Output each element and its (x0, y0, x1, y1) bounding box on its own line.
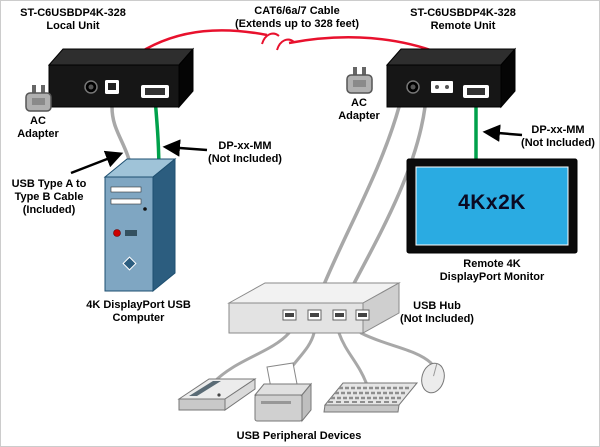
monitor-screen (415, 166, 569, 246)
hub-side (362, 282, 400, 334)
keyboard-device (323, 382, 419, 413)
monitor-label: Remote 4K DisplayPort Monitor (439, 258, 545, 284)
power-jack-pin-icon (88, 84, 94, 90)
hub-to-keyboard-cable (337, 331, 369, 387)
peripherals-label: USB Peripheral Devices (236, 430, 362, 442)
scanner-button-icon (217, 393, 221, 397)
displayport-slot-icon (467, 88, 485, 95)
plug-prong-icon (41, 85, 45, 94)
dp-left-callout-arrow (162, 139, 208, 157)
printer-side (301, 382, 312, 423)
local-unit-device (47, 47, 195, 109)
plug-face-icon (32, 98, 45, 105)
tower-badge (125, 230, 137, 236)
drive-slot-icon (110, 198, 142, 205)
terminal-screw-icon (445, 85, 449, 89)
plug-prong-icon (353, 67, 357, 76)
monitor-device (406, 158, 578, 254)
dp-right-callout-arrow (482, 124, 523, 142)
hub-usb-port-icon (307, 309, 322, 321)
terminal-screw-icon (435, 85, 439, 89)
hub-usb-port-icon (355, 309, 370, 321)
monitor-screen-text: 4Kx2K (458, 191, 526, 214)
computer-tower-device (103, 157, 177, 293)
mouse-device (421, 362, 445, 394)
scanner-side (224, 378, 256, 411)
usb-hub-device (227, 282, 401, 334)
local-unit-top (47, 48, 195, 66)
power-button-icon (113, 229, 121, 237)
printer-device (253, 362, 313, 423)
cable-break-icon (261, 32, 280, 45)
usb-cable-callout-arrow (70, 150, 124, 175)
terminal-port-icon (431, 81, 453, 93)
scanner-front (178, 398, 226, 411)
displayport-slot-icon (145, 88, 165, 95)
printer-front (254, 394, 303, 422)
keyboard-front (323, 404, 400, 413)
dp-left-label: DP-xx-MM (Not Included) (208, 140, 282, 166)
hub-usb-port-icon (332, 309, 347, 321)
tower-logo-icon (122, 256, 137, 271)
hub-to-scanner-cable (211, 331, 291, 385)
hub-to-mouse-cable (359, 331, 433, 365)
ac-adapter-right-icon (346, 67, 373, 94)
drive-slot-icon (110, 186, 142, 193)
remote-unit-device (385, 47, 517, 109)
scanner-device (177, 378, 257, 411)
ac-adapter-right-label: AC Adapter (338, 97, 380, 123)
local-unit-side (178, 47, 194, 109)
local-unit-label: ST-C6USBDP4K-328 Local Unit (20, 7, 126, 33)
usb-hub-label: USB Hub (Not Included) (400, 300, 474, 326)
plug-face-icon (353, 80, 366, 87)
power-jack-pin-icon (410, 84, 416, 90)
mouse-body (421, 362, 445, 394)
usb-b-port-slot-icon (108, 83, 116, 90)
printer-output-slot (261, 401, 291, 404)
computer-label: 4K DisplayPort USB Computer (86, 299, 191, 325)
usb-ab-cable-label: USB Type A to Type B Cable (Included) (11, 178, 87, 217)
cat-cable-left-segment (138, 29, 268, 55)
drive-eject-button-icon (143, 207, 147, 211)
cable-break-icon (276, 38, 295, 51)
printer-top (253, 383, 313, 396)
remote-to-hub-cable-2 (347, 105, 427, 295)
remote-unit-side (500, 47, 516, 109)
plug-prong-icon (362, 67, 366, 76)
remote-unit-label: ST-C6USBDP4K-328 Remote Unit (410, 7, 516, 33)
cat-cable (138, 29, 440, 55)
hub-usb-port-icon (282, 309, 297, 321)
remote-to-hub-cable-1 (321, 105, 401, 289)
plug-prong-icon (32, 85, 36, 94)
remote-unit-top (385, 48, 517, 66)
ac-adapter-left-label: AC Adapter (17, 115, 59, 141)
dp-right-label: DP-xx-MM (Not Included) (521, 124, 595, 150)
tower-side (152, 157, 176, 293)
ac-adapter-left-icon (25, 85, 52, 112)
cat-cable-right-segment (288, 36, 440, 55)
scanner-glass-strip (189, 381, 221, 396)
cat-cable-label: CAT6/6a/7 Cable (Extends up to 328 feet) (234, 5, 360, 31)
mouse-button-divider (433, 363, 438, 377)
